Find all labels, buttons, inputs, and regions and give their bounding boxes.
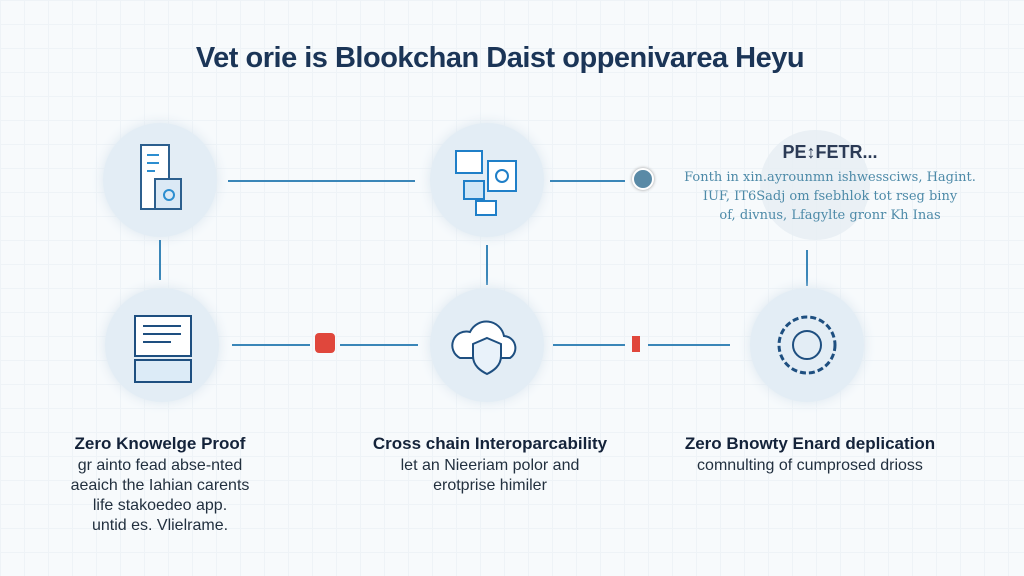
network-blocks-node	[430, 123, 544, 237]
note-line: of, divnus, Lfagylte gronr Kh Inas	[719, 208, 941, 223]
gear-node	[750, 288, 864, 402]
note-line: IUF, IT6Sadj om fsebhlok tot rseg biny	[702, 189, 958, 204]
monitor-node	[105, 288, 219, 402]
connector-line	[806, 250, 808, 286]
step-zero-knowledge: Zero Knowelge Proof gr ainto fead abse-n…	[40, 434, 280, 536]
desc-line: erotprise himiler	[433, 477, 547, 494]
step-description: comnulting of cumprosed drioss	[660, 456, 960, 476]
faded-node	[760, 130, 870, 240]
security-cloud-node	[430, 288, 544, 402]
marker-icon	[315, 333, 335, 353]
blocks-network-icon	[455, 150, 517, 216]
connector-line	[340, 344, 418, 346]
shield-cloud-icon	[451, 320, 517, 376]
step-cross-chain: Cross chain Interoparcability let an Nie…	[340, 434, 640, 496]
page-title: Vet orie is Blookchan Daist oppenivarea …	[195, 42, 805, 74]
connector-line	[228, 180, 415, 182]
refresh-icon	[632, 168, 654, 190]
desc-line: untid es. Vlielrame.	[91, 517, 229, 534]
note-line: Fonth in xin.ayrounmn ishwessciws, Hagin…	[684, 170, 976, 185]
desc-line: let an Nieeriam polor and	[400, 457, 580, 474]
step-zero-bounty: Zero Bnowty Enard deplication comnulting…	[660, 434, 960, 476]
desc-line: gr ainto fead abse-nted	[77, 457, 243, 474]
document-server-node	[103, 123, 217, 237]
connector-line	[232, 344, 310, 346]
gear-ring-icon	[777, 315, 837, 375]
connector-line	[159, 240, 161, 280]
server-document-icon	[140, 144, 182, 210]
connector-line	[486, 245, 488, 285]
step-description: let an Nieeriam polor and erotprise himi…	[340, 456, 640, 496]
connector-line	[553, 344, 625, 346]
step-title: Cross chain Interoparcability	[372, 434, 608, 453]
marker-icon	[632, 336, 640, 352]
step-title: Zero Knowelge Proof	[74, 434, 246, 453]
step-description: gr ainto fead abse-nted aeaich the Iahia…	[40, 456, 280, 536]
monitor-icon	[134, 315, 192, 383]
note-text: Fonth in xin.ayrounmn ishwessciws, Hagin…	[680, 168, 980, 225]
desc-line: comnulting of cumprosed drioss	[697, 457, 923, 474]
connector-line	[648, 344, 730, 346]
note-heading: PE↕FETR...	[782, 142, 878, 162]
connector-line	[550, 180, 625, 182]
desc-line: life stakoedeo app.	[92, 497, 228, 514]
desc-line: aeaich the Iahian carents	[70, 477, 250, 494]
step-title: Zero Bnowty Enard deplication	[684, 434, 936, 453]
